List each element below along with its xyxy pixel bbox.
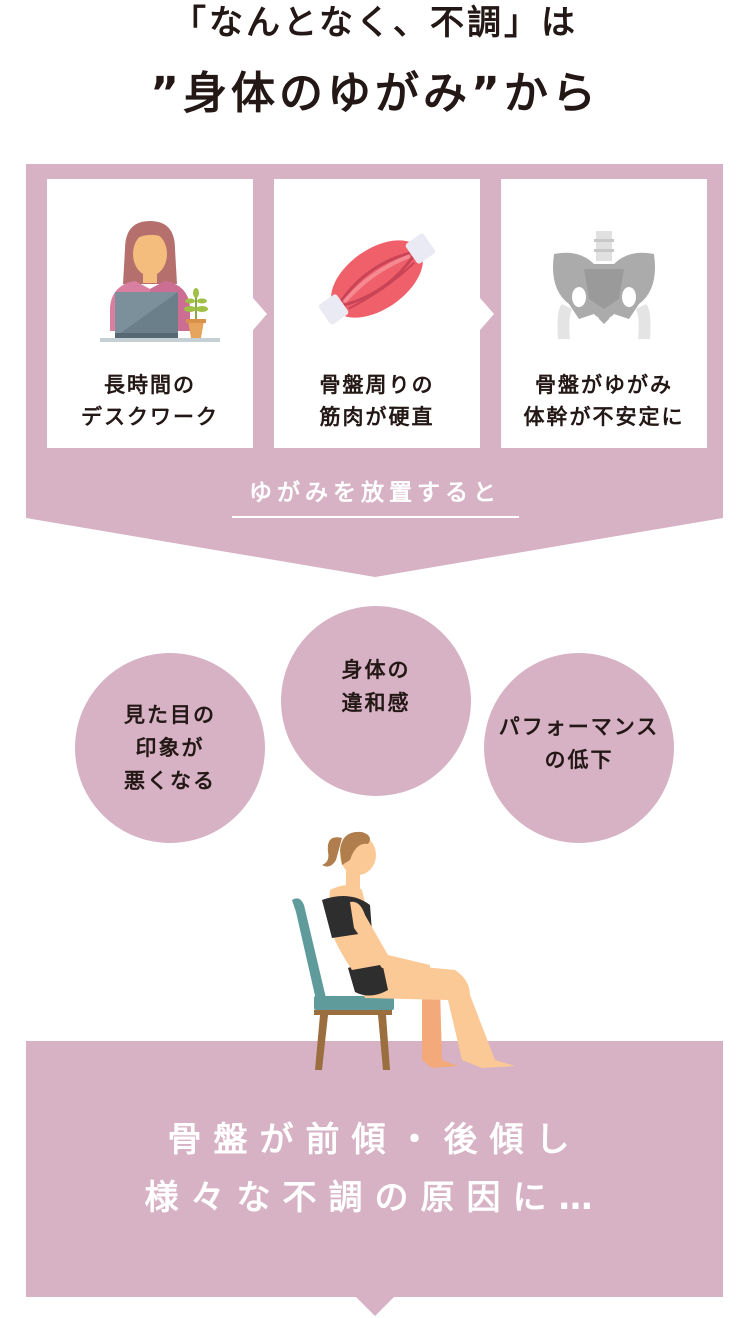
step-label-line1: 骨盤がゆがみ <box>535 373 673 397</box>
effect-line: の低下 <box>544 748 614 772</box>
caption-underline <box>232 516 519 518</box>
effect-bubble-discomfort: 身体の 違和感 <box>281 606 471 796</box>
step-label-line2: 体幹が不安定に <box>523 405 685 429</box>
pelvis-bone-icon <box>501 209 707 349</box>
arrow-right-icon <box>253 298 267 330</box>
effect-line: パフォーマンス <box>498 715 660 739</box>
arrow-right-icon <box>480 298 494 330</box>
headline-line-1: 「なんとなく、不調」は <box>172 3 578 43</box>
effect-line: 印象が <box>135 735 205 760</box>
step-card-muscle: 骨盤周りの 筋肉が硬直 <box>274 179 480 448</box>
step-label-line2: 筋肉が硬直 <box>319 405 435 429</box>
woman-sitting-on-chair-icon <box>292 831 515 1070</box>
woman-at-laptop-icon <box>47 209 253 349</box>
effect-bubble-performance: パフォーマンス の低下 <box>484 653 674 843</box>
effect-line: 悪くなる <box>124 768 216 793</box>
effect-bubble-appearance: 見た目の 印象が 悪くなる <box>75 653 265 843</box>
conclusion-line-1: 骨盤が前傾・後傾し <box>167 1120 582 1160</box>
effect-line: 違和感 <box>341 691 411 715</box>
muscle-icon <box>274 209 480 349</box>
conclusion-panel <box>26 1041 723 1297</box>
conclusion-line-2: 様々な不調の原因に… <box>144 1178 605 1218</box>
step-label-line2: デスクワーク <box>81 405 219 429</box>
effect-line: 身体の <box>341 658 411 682</box>
headline-line-2: ”身体のゆがみ”から <box>150 68 600 119</box>
step-label-line1: 長時間の <box>104 373 196 397</box>
neglect-caption: ゆがみを放置すると <box>249 480 501 506</box>
step-label-line1: 骨盤周りの <box>319 373 435 397</box>
effect-line: 見た目の <box>124 702 216 727</box>
step-card-pelvis: 骨盤がゆがみ 体幹が不安定に <box>501 179 707 448</box>
arrow-down-icon <box>355 1296 395 1316</box>
step-card-desk-work: 長時間の デスクワーク <box>47 179 253 448</box>
